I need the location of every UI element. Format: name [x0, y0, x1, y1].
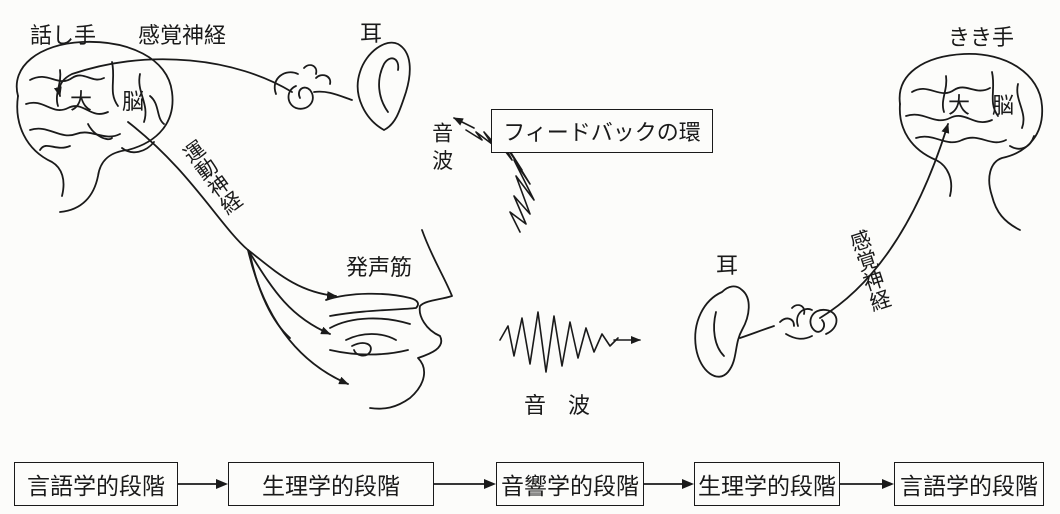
stage-linguistic-listener: 言語学的段階	[894, 462, 1044, 506]
listener-brain-label-1: 大	[948, 96, 970, 118]
top-ear-drawing	[275, 43, 410, 130]
top-sensory-nerve-line	[59, 59, 292, 96]
speaker-brain-label-1: 大	[70, 92, 92, 114]
stage-linguistic-speaker: 言語学的段階	[14, 462, 178, 506]
speaker-label: 話し手	[30, 26, 96, 48]
top-sensory-nerve-label: 感覚神経	[138, 26, 226, 48]
vocal-muscles-label: 発声筋	[346, 258, 412, 280]
stage-physiological-speaker: 生理学的段階	[228, 462, 434, 506]
stage-acoustic: 音響学的段階	[496, 462, 644, 506]
stage-arrow-2	[434, 478, 496, 490]
listener-brain-label-2: 脳	[992, 96, 1014, 118]
stage-arrow-4	[840, 478, 894, 490]
stage-arrow-3	[644, 478, 694, 490]
stage-arrow-1	[178, 478, 228, 490]
listener-ear-drawing	[695, 286, 836, 376]
listener-label: きき手	[948, 28, 1014, 50]
top-ear-label: 耳	[360, 24, 382, 46]
upper-sound-wave-label: 音 波	[424, 122, 458, 171]
speaker-brain-label-2: 脳	[122, 92, 144, 114]
feedback-loop-box: フィードバックの環	[491, 109, 713, 153]
motor-nerve-lines	[128, 122, 348, 384]
listener-head	[900, 54, 1043, 230]
lower-sound-wave-label: 音 波	[524, 396, 590, 418]
listener-ear-label: 耳	[716, 256, 738, 278]
stage-physiological-listener: 生理学的段階	[694, 462, 840, 506]
lower-sound-wave	[500, 312, 640, 372]
